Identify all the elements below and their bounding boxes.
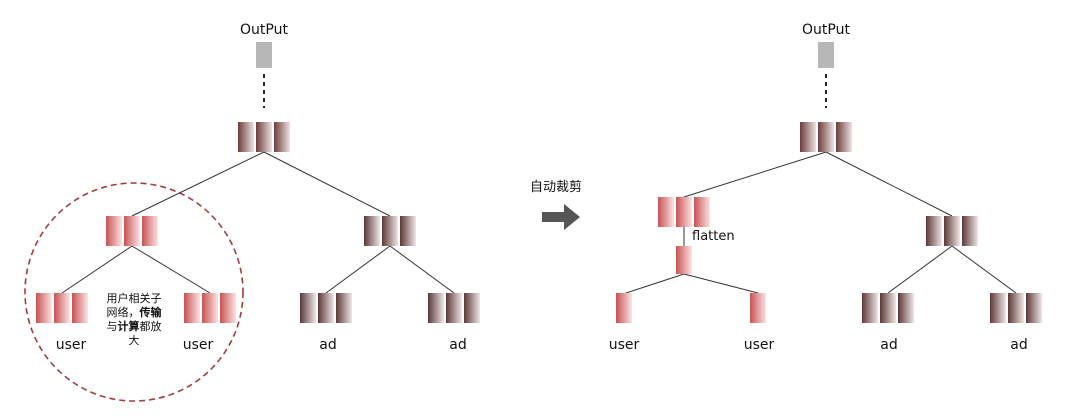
- right-ad-tower-node: [926, 216, 978, 246]
- left-user-label-1: user: [55, 337, 87, 353]
- left-ad-label-1: ad: [319, 337, 337, 353]
- auto-prune-label: 自动裁剪: [530, 180, 583, 195]
- left-user-leaf-2: [184, 293, 236, 323]
- left-user-leaf-1: [36, 293, 88, 323]
- right-ad-leaf-2: [990, 293, 1042, 323]
- flatten-label: flatten: [692, 229, 735, 244]
- right-tree-edges: [625, 151, 1017, 294]
- left-ad-label-2: ad: [449, 337, 467, 353]
- user-subnetwork-note: 用户相关子 网络，传输 与计算都放 大: [99, 292, 169, 348]
- left-ad-tower-node: [364, 216, 416, 246]
- note-line-3: 与计算都放: [106, 320, 162, 333]
- left-root-node: [238, 122, 290, 152]
- left-output-label: OutPut: [240, 22, 288, 38]
- right-user-leaf-1: [616, 293, 632, 323]
- right-user-leaf-2: [750, 293, 766, 323]
- note-line-4: 大: [128, 334, 140, 347]
- right-ad-label-1: ad: [880, 337, 898, 353]
- right-user-tower-node: [658, 197, 710, 227]
- right-root-node: [800, 122, 852, 152]
- right-output-label: OutPut: [802, 22, 850, 38]
- left-output-node: [256, 42, 272, 68]
- left-user-label-2: user: [182, 337, 214, 353]
- left-user-tower-node: [106, 216, 158, 246]
- right-user-label-1: user: [608, 337, 640, 353]
- right-ad-label-2: ad: [1010, 337, 1028, 353]
- user-subnetwork-circle: [24, 182, 244, 402]
- right-arrow-icon: [542, 204, 580, 230]
- left-ad-leaf-2: [428, 293, 480, 323]
- left-ad-leaf-1: [300, 293, 352, 323]
- note-line-2: 网络，传输: [106, 306, 162, 319]
- right-output-node: [818, 42, 834, 68]
- left-tree-edges: [61, 151, 455, 294]
- right-ad-leaf-1: [862, 293, 914, 323]
- right-flattened-node: [676, 246, 692, 274]
- right-user-label-2: user: [743, 337, 775, 353]
- note-line-1: 用户相关子: [106, 292, 162, 305]
